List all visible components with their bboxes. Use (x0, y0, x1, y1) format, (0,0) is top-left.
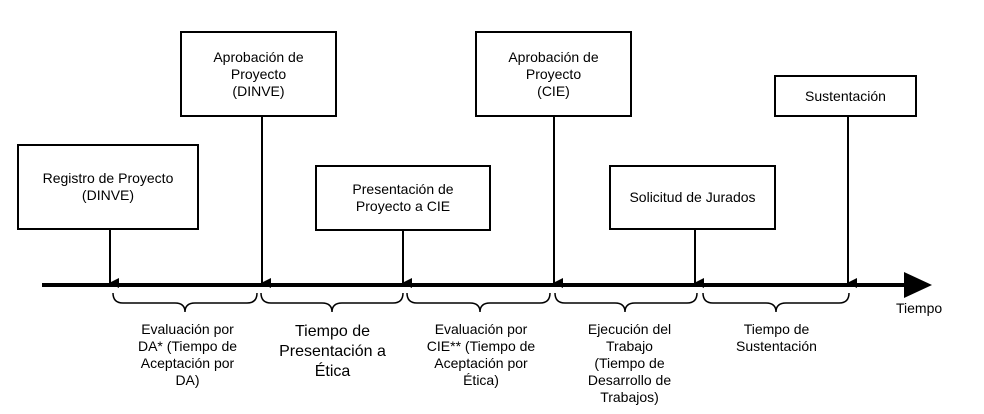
period-evaluacion-cie: Evaluación por CIE** (Tiempo de Aceptaci… (426, 321, 536, 388)
axis-label-tiempo: Tiempo (896, 300, 943, 316)
period-evaluacion-da: Evaluación por DA* (Tiempo de Aceptación… (137, 321, 238, 388)
milestone-sustentacion: Sustentación (774, 75, 917, 117)
period-ejecucion-trabajo: Ejecución del Trabajo (Tiempo de Desarro… (587, 321, 672, 405)
milestone-registro: Registro de Proyecto (DINVE) (17, 144, 199, 230)
brace-evaluacion-cie (406, 292, 551, 313)
milestone-aprobacion-dinve: Aprobación de Proyecto (DINVE) (180, 31, 337, 117)
milestone-aprobacion-cie: Aprobación de Proyecto (CIE) (475, 31, 632, 117)
time-axis-arrowhead (904, 272, 932, 298)
brace-evaluacion-da (112, 292, 258, 313)
brace-tiempo-sustentacion (702, 292, 850, 313)
milestone-presentacion-cie: Presentación de Proyecto a CIE (315, 165, 491, 231)
brace-ejecucion-trabajo (554, 292, 698, 313)
period-tiempo-sustentacion: Tiempo de Sustentación (736, 321, 817, 354)
milestone-solicitud-jurados: Solicitud de Jurados (609, 165, 776, 230)
period-tiempo-presentacion-etica: Tiempo de Presentación a Ética (279, 323, 386, 380)
brace-tiempo-presentacion-etica (260, 292, 404, 313)
